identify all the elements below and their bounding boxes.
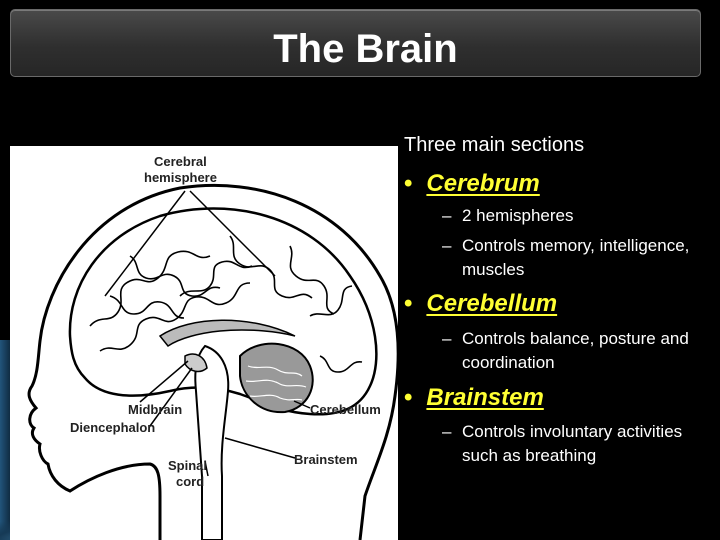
dash-icon: – (442, 422, 452, 441)
dash-icon: – (442, 236, 452, 255)
sub-point: – 2 hemispheres (442, 204, 702, 228)
brain-diagram: Cerebral hemisphere Midbrain Diencephalo… (10, 146, 398, 540)
bullet-cerebrum: • Cerebrum (404, 170, 540, 198)
bullet-brainstem: • Brainstem (404, 384, 544, 412)
bullet-dot: • (404, 290, 413, 317)
sub-point-text: 2 hemispheres (462, 206, 574, 225)
title-bar (10, 9, 701, 77)
label-spinal-cord: Spinal (168, 458, 207, 473)
label-spinal-cord-2: cord (176, 474, 204, 489)
bullet-dot: • (404, 384, 413, 411)
label-brainstem: Brainstem (294, 452, 358, 467)
sub-point-text: Controls memory, intelligence, muscles (462, 236, 690, 279)
sub-point: – Controls memory, intelligence, muscles (442, 234, 702, 282)
bullet-dot: • (404, 170, 413, 197)
label-cerebellum: Cerebellum (310, 402, 381, 417)
sub-point: – Controls involuntary activities such a… (442, 420, 720, 468)
sub-point: – Controls balance, posture and coordina… (442, 327, 720, 375)
sub-point-text: Controls involuntary activities such as … (462, 422, 683, 465)
brain-illustration: Cerebral hemisphere Midbrain Diencephalo… (27, 154, 398, 540)
sub-point-text: Controls balance, posture and coordinati… (462, 329, 689, 372)
dash-icon: – (442, 329, 452, 348)
slide-title: The Brain (273, 27, 458, 71)
label-diencephalon: Diencephalon (70, 420, 155, 435)
label-midbrain: Midbrain (128, 402, 182, 417)
bullet-label: Brainstem (426, 384, 544, 411)
bullet-label: Cerebellum (426, 290, 558, 317)
bullet-cerebellum: • Cerebellum (404, 290, 557, 318)
dash-icon: – (442, 206, 452, 225)
bullet-label: Cerebrum (426, 170, 540, 197)
section-heading: Three main sections (404, 134, 585, 156)
label-cerebral-hemisphere: Cerebral (154, 154, 207, 169)
label-cerebral-hemisphere-2: hemisphere (144, 170, 217, 185)
